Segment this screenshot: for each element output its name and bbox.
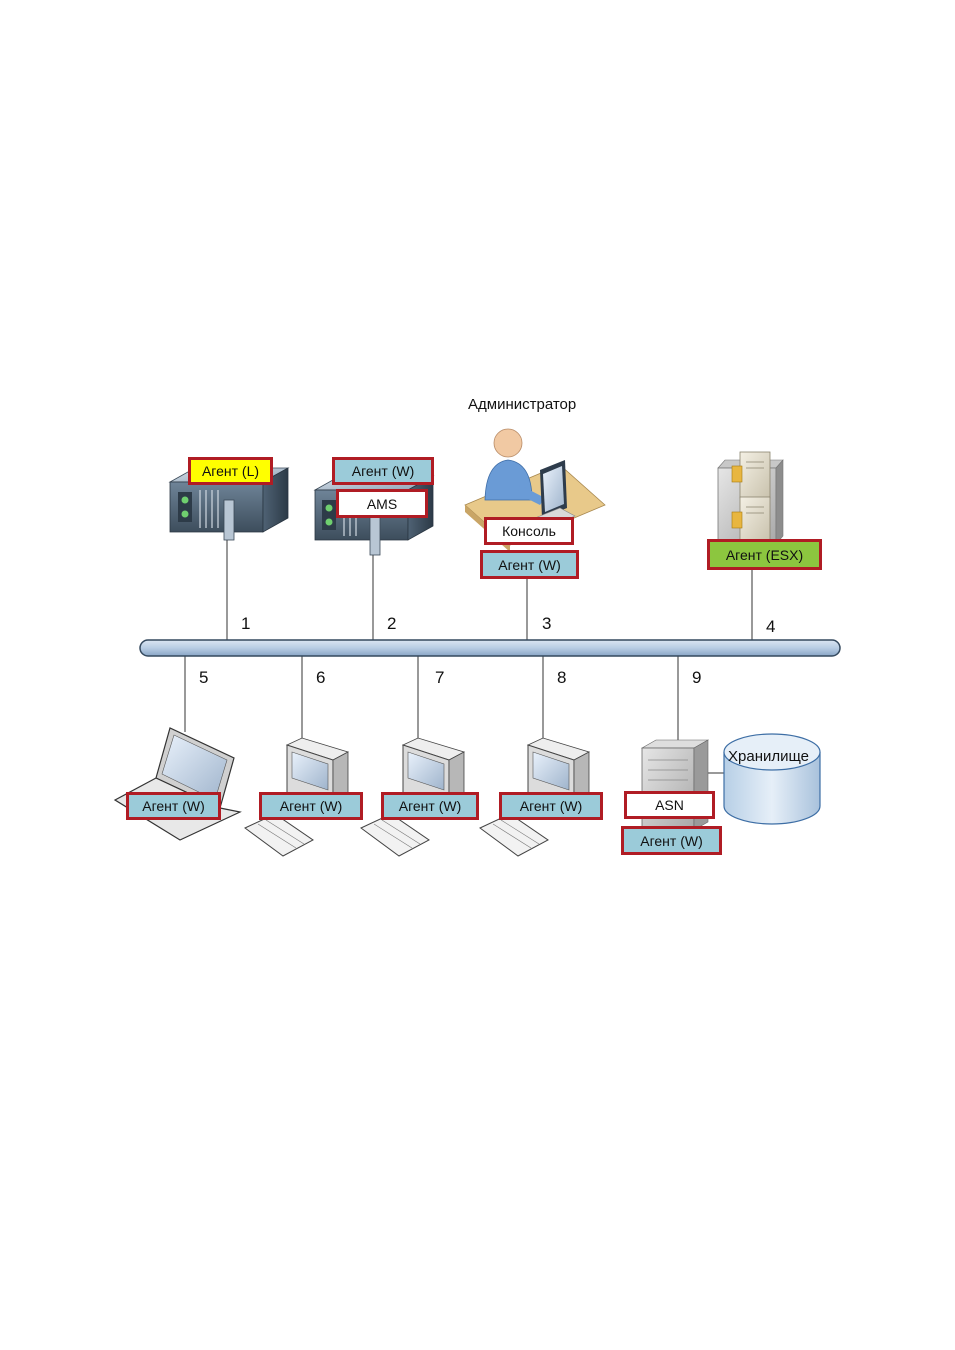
agent-tag-esx: Агент (ESX) — [707, 539, 822, 570]
node-number: 8 — [557, 668, 566, 688]
service-tag-asn: ASN — [624, 791, 715, 819]
service-tag-console: Консоль — [484, 517, 574, 545]
diagram-title: Администратор — [468, 396, 576, 413]
node-number: 5 — [199, 668, 208, 688]
agent-tag-linux: Агент (L) — [188, 457, 273, 485]
node-number: 9 — [692, 668, 701, 688]
node-number: 1 — [241, 614, 250, 634]
node-number: 3 — [542, 614, 551, 634]
agent-tag-windows: Агент (W) — [621, 826, 722, 855]
node-number: 4 — [766, 617, 775, 637]
service-tag-ams: AMS — [336, 489, 428, 518]
agent-tag-windows: Агент (W) — [126, 792, 221, 820]
laptop-icon — [115, 728, 240, 840]
agent-tag-windows: Агент (W) — [332, 457, 434, 485]
agent-tag-windows: Агент (W) — [259, 792, 363, 820]
network-bus — [140, 640, 840, 656]
storage-label: Хранилище — [728, 748, 809, 765]
esx-host-icon — [718, 452, 783, 544]
node-number: 6 — [316, 668, 325, 688]
agent-tag-windows: Агент (W) — [480, 550, 579, 579]
node-number: 2 — [387, 614, 396, 634]
agent-tag-windows: Агент (W) — [499, 792, 603, 820]
node-number: 7 — [435, 668, 444, 688]
agent-tag-windows: Агент (W) — [381, 792, 479, 820]
